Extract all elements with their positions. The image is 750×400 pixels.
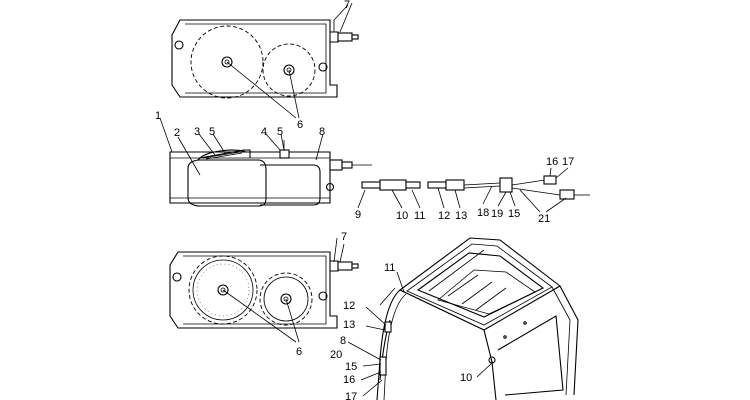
callout-13-cable: 13 xyxy=(455,210,467,222)
cable-assembly xyxy=(361,175,590,200)
callout-21: 21 xyxy=(538,213,550,225)
motor-housing-bottom-view xyxy=(169,251,359,329)
callout-11-cable: 11 xyxy=(414,210,425,222)
callout-12-cab: 12 xyxy=(343,300,355,312)
callout-11-cab: 11 xyxy=(384,262,395,274)
callout-13-cab: 13 xyxy=(343,319,355,331)
callout-10-cable: 10 xyxy=(396,210,408,222)
callout-4: 4 xyxy=(261,126,267,138)
callout-20: 20 xyxy=(330,349,342,361)
callout-16-cable: 16 xyxy=(546,156,558,168)
callout-7-bottom: 7 xyxy=(341,231,347,243)
callout-3: 3 xyxy=(194,126,200,138)
callout-2: 2 xyxy=(174,127,180,139)
callout-17-cable: 17 xyxy=(562,156,574,168)
cab-perspective-view xyxy=(376,237,579,400)
callout-8-cab: 8 xyxy=(340,335,346,347)
callout-10-cab: 10 xyxy=(460,372,472,384)
callout-5-side-left: 5 xyxy=(209,126,215,138)
callout-5-side-right: 5 xyxy=(277,126,283,138)
callout-12-cable: 12 xyxy=(438,210,450,222)
callout-17-cab: 17 xyxy=(345,391,357,400)
callout-18: 18 xyxy=(477,207,489,219)
callout-15-cable: 15 xyxy=(508,208,520,220)
motor-housing-side-view xyxy=(169,140,372,207)
callout-15-cab: 15 xyxy=(345,361,357,373)
callout-6-bottom: 6 xyxy=(296,346,302,358)
callout-7-top: 7 xyxy=(344,0,350,11)
callout-1: 1 xyxy=(155,110,161,122)
callout-19: 19 xyxy=(491,208,503,220)
callout-8-side: 8 xyxy=(319,126,325,138)
callout-16-cab: 16 xyxy=(343,374,355,386)
motor-housing-top-view xyxy=(171,2,359,99)
callout-6-top: 6 xyxy=(297,119,303,131)
callout-9: 9 xyxy=(355,209,361,221)
